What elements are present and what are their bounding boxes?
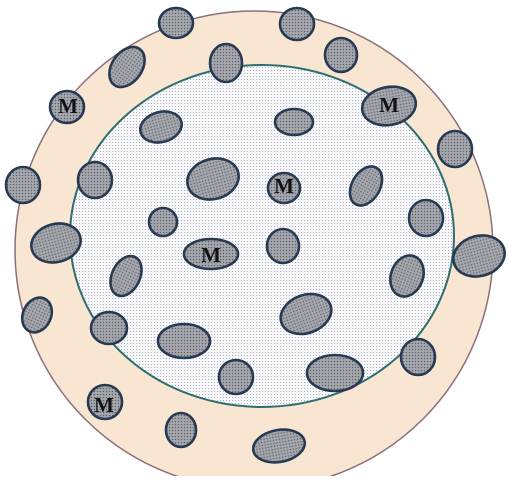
particle <box>158 324 210 358</box>
particle <box>91 312 127 344</box>
particle <box>401 339 435 375</box>
particle <box>166 413 196 447</box>
particle-label: M <box>94 393 114 417</box>
particle <box>438 131 472 167</box>
particle <box>280 8 314 40</box>
particle <box>307 355 363 391</box>
particle <box>6 167 40 203</box>
particle <box>219 360 253 394</box>
particle-label: M <box>379 93 399 117</box>
particle <box>149 208 177 236</box>
particle <box>275 109 313 135</box>
particle <box>210 44 242 82</box>
particle-label: M <box>201 243 221 267</box>
particle <box>78 162 112 198</box>
particle <box>409 200 443 236</box>
particle-label: M <box>274 174 294 198</box>
particle <box>325 38 357 72</box>
particle-label: M <box>58 94 78 118</box>
particle <box>159 8 193 38</box>
particle <box>267 229 299 263</box>
